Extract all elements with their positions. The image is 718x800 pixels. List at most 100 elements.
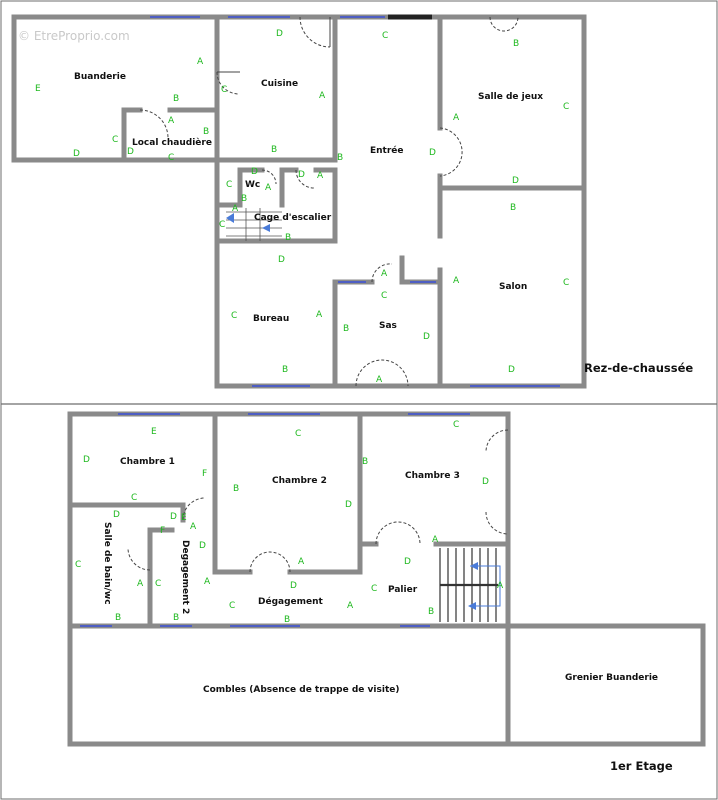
wall-marker: A	[168, 116, 175, 126]
wall-marker: A	[137, 579, 144, 589]
wall-marker: E	[181, 513, 187, 523]
label-local-chaudiere: Local chaudière	[132, 137, 212, 148]
label-chambre-2: Chambre 2	[272, 476, 327, 486]
label-salon: Salon	[499, 282, 527, 292]
ground-stairs	[226, 208, 282, 241]
wall-marker: C	[453, 420, 459, 430]
label-chambre-1: Chambre 1	[120, 457, 175, 467]
upper-stairs	[439, 548, 498, 622]
wall-marker: D	[508, 365, 515, 375]
wall-marker: F	[202, 469, 207, 479]
wall-marker: C	[295, 429, 301, 439]
label-salle-de-bain: Salle de bain/wc	[102, 522, 112, 605]
wall-marker: A	[197, 57, 204, 67]
wall-marker: A	[347, 601, 354, 611]
stair-arrow-upper-left	[468, 602, 476, 610]
wall-marker: D	[113, 510, 120, 520]
wall-marker: C	[219, 220, 225, 230]
label-salle-de-jeux: Salle de jeux	[478, 92, 543, 102]
wall-marker: A	[319, 91, 326, 101]
wall-marker: B	[282, 365, 288, 375]
wall-marker: E	[151, 427, 157, 437]
wall-marker: D	[423, 332, 430, 342]
wall-marker: B	[173, 613, 179, 623]
label-palier: Palier	[388, 585, 418, 595]
wall-marker: B	[337, 153, 343, 163]
label-buanderie: Buanderie	[74, 72, 126, 82]
wall-marker: D	[276, 29, 283, 39]
wall-marker: A	[298, 557, 305, 567]
wall-marker: D	[429, 148, 436, 158]
wall-marker: C	[226, 180, 232, 190]
upper-floor-walls	[67, 411, 706, 747]
wall-marker: A	[317, 171, 324, 181]
wall-marker: D	[298, 170, 305, 180]
label-wc: Wc	[245, 180, 260, 190]
wall-marker: B	[285, 233, 291, 243]
wall-marker: C	[155, 579, 161, 589]
label-degagement: Dégagement	[258, 596, 324, 607]
stair-route	[470, 565, 501, 607]
wall-marker: B	[428, 607, 434, 617]
stair-arrow-left	[262, 224, 270, 232]
wall-marker: B	[203, 127, 209, 137]
wall-marker: A	[432, 535, 439, 545]
watermark: © EtreProprio.com	[18, 29, 130, 43]
wall-marker: A	[453, 276, 460, 286]
label-grenier-buanderie: Grenier Buanderie	[565, 673, 658, 683]
wall-marker: B	[343, 324, 349, 334]
label-combles: Combles (Absence de trappe de visite)	[203, 685, 399, 695]
wall-marker: B	[173, 94, 179, 104]
label-cuisine: Cuisine	[261, 79, 298, 89]
ground-floor-doors	[139, 16, 519, 387]
wall-marker: D	[404, 557, 411, 567]
wall-marker: C	[381, 291, 387, 301]
wall-marker: C	[168, 153, 174, 163]
label-bureau: Bureau	[253, 314, 289, 324]
upper-floor-doors	[127, 429, 509, 573]
wall-marker: A	[190, 522, 197, 532]
wall-marker: D	[251, 167, 258, 177]
wall-marker: C	[382, 31, 388, 41]
wall-marker: B	[115, 613, 121, 623]
wall-marker: D	[278, 255, 285, 265]
wall-marker: C	[221, 85, 227, 95]
wall-marker: B	[271, 145, 277, 155]
wall-marker: C	[112, 135, 118, 145]
wall-marker: C	[563, 278, 569, 288]
wall-marker: C	[231, 311, 237, 321]
wall-marker: B	[241, 194, 247, 204]
wall-marker: B	[510, 203, 516, 213]
wall-marker: A	[232, 204, 239, 214]
wall-marker: A	[453, 113, 460, 123]
label-chambre-3: Chambre 3	[405, 471, 460, 481]
wall-marker: D	[345, 500, 352, 510]
wall-marker: A	[316, 310, 323, 320]
wall-marker: D	[127, 147, 134, 157]
wall-marker: B	[362, 457, 368, 467]
wall-marker: A	[265, 183, 272, 193]
wall-marker: C	[75, 560, 81, 570]
ground-floor-walls	[11, 14, 587, 389]
wall-marker: A	[497, 581, 504, 591]
wall-marker: D	[512, 176, 519, 186]
wall-marker: B	[513, 39, 519, 49]
floor-title-etage: 1er Etage	[610, 759, 673, 773]
wall-marker: D	[199, 541, 206, 551]
room-labels: Buanderie Local chaudière Cuisine Entrée…	[74, 72, 658, 695]
wall-marker: C	[563, 102, 569, 112]
stair-arrow-upper-right	[470, 562, 478, 570]
wall-marker: D	[290, 581, 297, 591]
wall-marker: A	[381, 269, 388, 279]
wall-marker: A	[204, 577, 211, 587]
upper-floor-windows	[80, 413, 470, 627]
wall-marker: C	[131, 493, 137, 503]
label-sas: Sas	[379, 321, 397, 331]
wall-marker: B	[233, 484, 239, 494]
ground-floor-windows	[150, 16, 560, 387]
wall-marker: D	[73, 149, 80, 159]
wall-marker: F	[160, 526, 165, 536]
wall-markers: A B C D E A B C D A B C D A B C D A B C …	[35, 29, 569, 625]
